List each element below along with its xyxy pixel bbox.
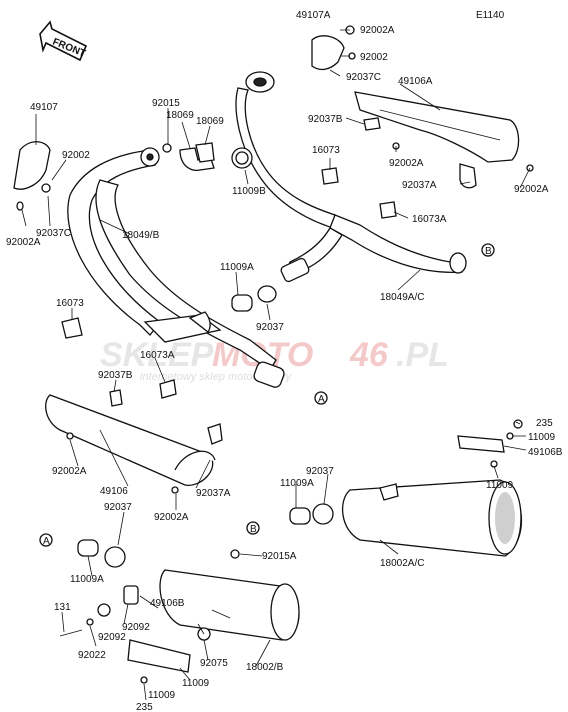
ref-a-circle-2 xyxy=(39,533,53,547)
left-header-pipe xyxy=(67,147,285,388)
diagram-code: E1140 xyxy=(476,10,505,21)
label-92092-1: 92092 xyxy=(122,622,150,633)
ref-a-1: A xyxy=(318,394,325,405)
label-16073A-2: 16073A xyxy=(140,350,175,361)
ref-b-2: B xyxy=(250,524,257,535)
label-92002-2: 92002 xyxy=(62,150,90,161)
label-92002A-6: 92002A xyxy=(154,512,189,523)
middle-heat-shield xyxy=(45,389,223,494)
watermark-part1: SKLEP xyxy=(100,336,214,374)
label-92037-3: 92037 xyxy=(104,502,132,513)
ref-b-circle-2 xyxy=(246,521,260,535)
ref-b-1: B xyxy=(485,246,492,257)
right-muffler xyxy=(289,419,523,557)
ref-a-circle-1 xyxy=(314,391,328,405)
label-92022: 92022 xyxy=(78,650,106,661)
label-49106: 49106 xyxy=(100,486,128,497)
label-92037B-2: 92037B xyxy=(98,370,133,381)
label-92002A-5: 92002A xyxy=(52,466,87,477)
label-11009A-3: 11009A xyxy=(70,574,104,585)
label-235-2: 235 xyxy=(136,702,153,712)
label-131: 131 xyxy=(54,602,71,613)
label-92015: 92015 xyxy=(152,98,180,109)
label-92075: 92075 xyxy=(200,658,228,669)
label-18002B: 18002/B xyxy=(246,662,284,673)
label-49107: 49107 xyxy=(30,102,58,113)
label-92037A-2: 92037A xyxy=(196,488,231,499)
ref-a-2: A xyxy=(43,536,50,547)
label-92002A-3: 92002A xyxy=(514,184,549,195)
label-11009-1: 11009 xyxy=(528,432,556,443)
label-92002A-1: 92002A xyxy=(360,25,395,36)
leader-lines xyxy=(21,29,531,701)
label-92002-1: 92002 xyxy=(360,52,388,63)
label-18049B: 18049/B xyxy=(122,230,160,241)
clamps-and-fasteners xyxy=(16,25,534,399)
label-18049AC: 18049A/C xyxy=(380,292,424,303)
label-92037A-1: 92037A xyxy=(402,180,437,191)
label-16073A-1: 16073A xyxy=(412,214,447,225)
label-235-1: 235 xyxy=(536,418,553,429)
label-11009-2: 11009 xyxy=(486,480,514,491)
ref-b-circle-1 xyxy=(481,243,495,257)
label-49107A: 49107A xyxy=(296,10,331,21)
label-18002AC: 18002A/C xyxy=(380,558,424,569)
label-11009A-1: 11009A xyxy=(220,262,254,273)
label-16073-1: 16073 xyxy=(312,145,340,156)
reference-markers: B A B A xyxy=(39,243,495,547)
right-header-pipe xyxy=(235,71,467,283)
front-arrow-icon: FRONT xyxy=(39,20,88,62)
label-11009A-2: 11009A xyxy=(280,478,314,489)
label-49106A: 49106A xyxy=(398,76,433,87)
label-11009-4: 11009 xyxy=(148,690,176,701)
label-49106B-1: 49106B xyxy=(528,447,563,458)
watermark-part4: .PL xyxy=(396,336,449,374)
watermark-part3: 46 xyxy=(349,336,389,374)
label-49106B-2: 49106B xyxy=(150,598,185,609)
label-11009B: 11009B xyxy=(232,186,266,197)
upper-heat-shields xyxy=(13,35,520,190)
part-labels: 49107A 92002A 92002 92037C 49106A 92037B… xyxy=(6,10,563,712)
label-18069-1: 18069 xyxy=(166,110,194,121)
label-92037B-1: 92037B xyxy=(308,114,343,125)
label-11009-3: 11009 xyxy=(182,678,210,689)
label-92002A-4: 92002A xyxy=(6,237,41,248)
label-92002A-2: 92002A xyxy=(389,158,424,169)
label-92015A: 92015A xyxy=(262,551,297,562)
left-muffler xyxy=(59,539,300,684)
label-92037-2: 92037 xyxy=(306,466,334,477)
label-92037C-1: 92037C xyxy=(346,72,381,83)
label-16073-2: 16073 xyxy=(56,298,84,309)
label-92092-2: 92092 xyxy=(98,632,126,643)
label-92037C-2: 92037C xyxy=(36,228,71,239)
label-92037-1: 92037 xyxy=(256,322,284,333)
label-18069-2: 18069 xyxy=(196,116,224,127)
